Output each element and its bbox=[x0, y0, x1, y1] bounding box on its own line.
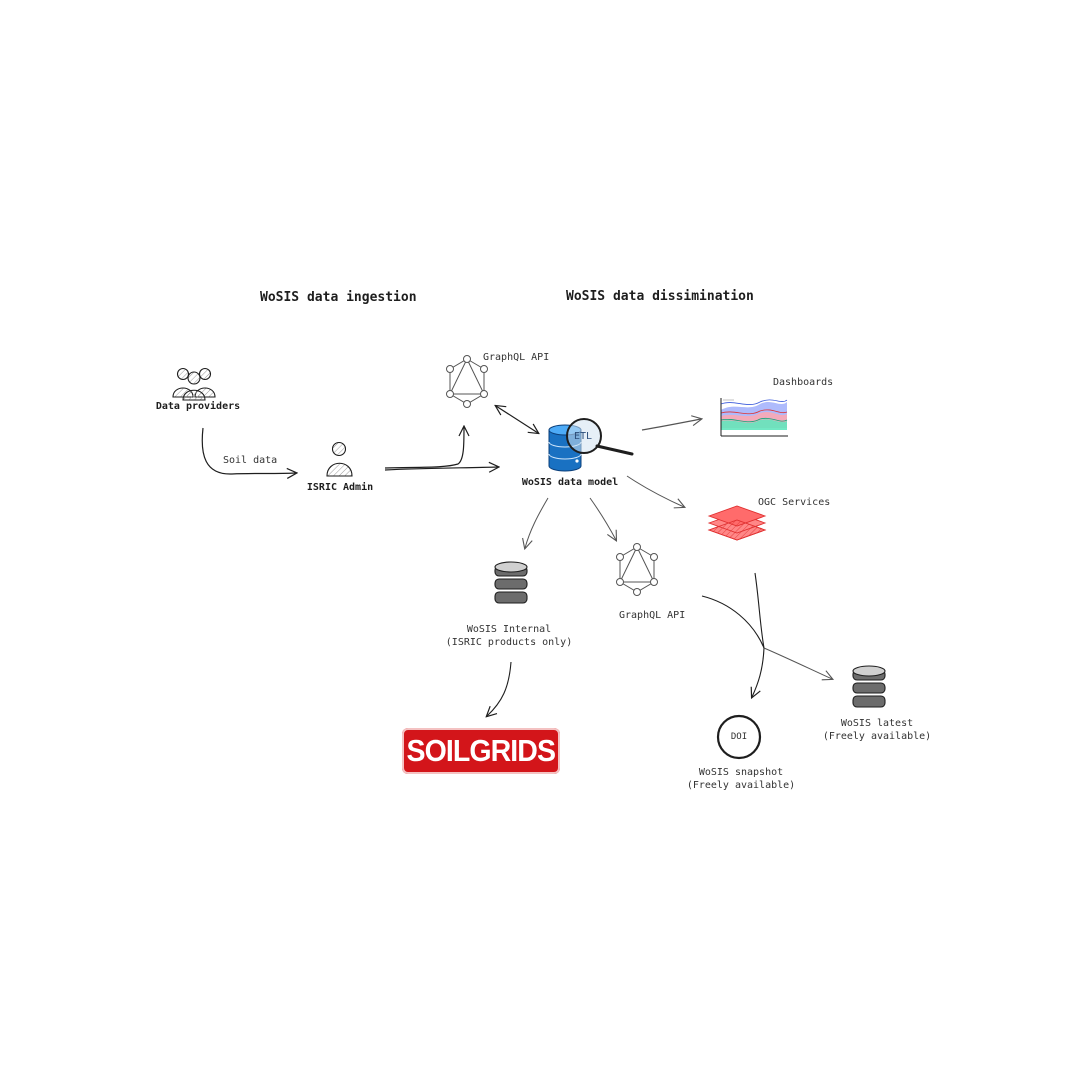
arrow-branch-to-latest bbox=[763, 647, 832, 679]
soilgrids-logo-text: SOILGRIDS bbox=[406, 733, 557, 768]
label-graphql-api-bottom: GraphQL API bbox=[619, 610, 686, 621]
doi-circle-icon bbox=[716, 714, 762, 760]
chart-icon bbox=[720, 398, 788, 437]
label-ogc-services: OGC Services bbox=[758, 497, 831, 508]
user-icon bbox=[326, 441, 353, 477]
graphql-icon bbox=[446, 355, 488, 408]
label-doi: DOI bbox=[730, 732, 748, 742]
arrow-to-internal bbox=[525, 497, 549, 548]
arrow-admin-to-graphql bbox=[384, 427, 464, 469]
label-soil-data: Soil data bbox=[223, 455, 278, 466]
user-group-icon bbox=[172, 367, 216, 401]
connector-ogc-down bbox=[754, 572, 765, 649]
disk-stack-icon bbox=[852, 665, 886, 708]
arrow-providers-to-admin bbox=[201, 427, 296, 474]
label-etl: ETL bbox=[574, 431, 593, 442]
magnifier-icon bbox=[566, 418, 634, 456]
label-isric-admin: ISRIC Admin bbox=[306, 482, 374, 493]
arrow-admin-to-data-model bbox=[384, 467, 498, 470]
label-wosis-data-model: WoSIS data model bbox=[521, 477, 619, 488]
graphql-icon bbox=[616, 543, 658, 596]
label-data-providers: Data providers bbox=[155, 401, 241, 412]
layers-icon bbox=[707, 505, 767, 541]
soilgrids-logo: SOILGRIDS bbox=[402, 728, 560, 774]
arrow-graphql-data-model bbox=[496, 406, 538, 433]
disk-stack-icon bbox=[494, 561, 528, 604]
label-graphql-api-top: GraphQL API bbox=[483, 352, 550, 363]
label-dashboards: Dashboards bbox=[773, 377, 834, 388]
heading-ingestion: WoSIS data ingestion bbox=[260, 290, 417, 305]
label-wosis-latest: WoSIS latest (Freely available) bbox=[822, 718, 932, 742]
connector-graphql-to-branch bbox=[701, 595, 765, 649]
heading-dissemination: WoSIS data dissimination bbox=[566, 289, 754, 304]
arrow-internal-to-soilgrids bbox=[487, 661, 512, 716]
arrow-to-graphql-bottom bbox=[589, 497, 616, 540]
arrow-branch-to-doi bbox=[752, 647, 765, 697]
label-wosis-internal: WoSIS Internal (ISRIC products only) bbox=[445, 624, 573, 648]
arrow-to-ogc bbox=[626, 475, 684, 507]
arrow-to-dashboards bbox=[641, 419, 701, 431]
label-wosis-snapshot: WoSIS snapshot (Freely available) bbox=[686, 767, 796, 791]
